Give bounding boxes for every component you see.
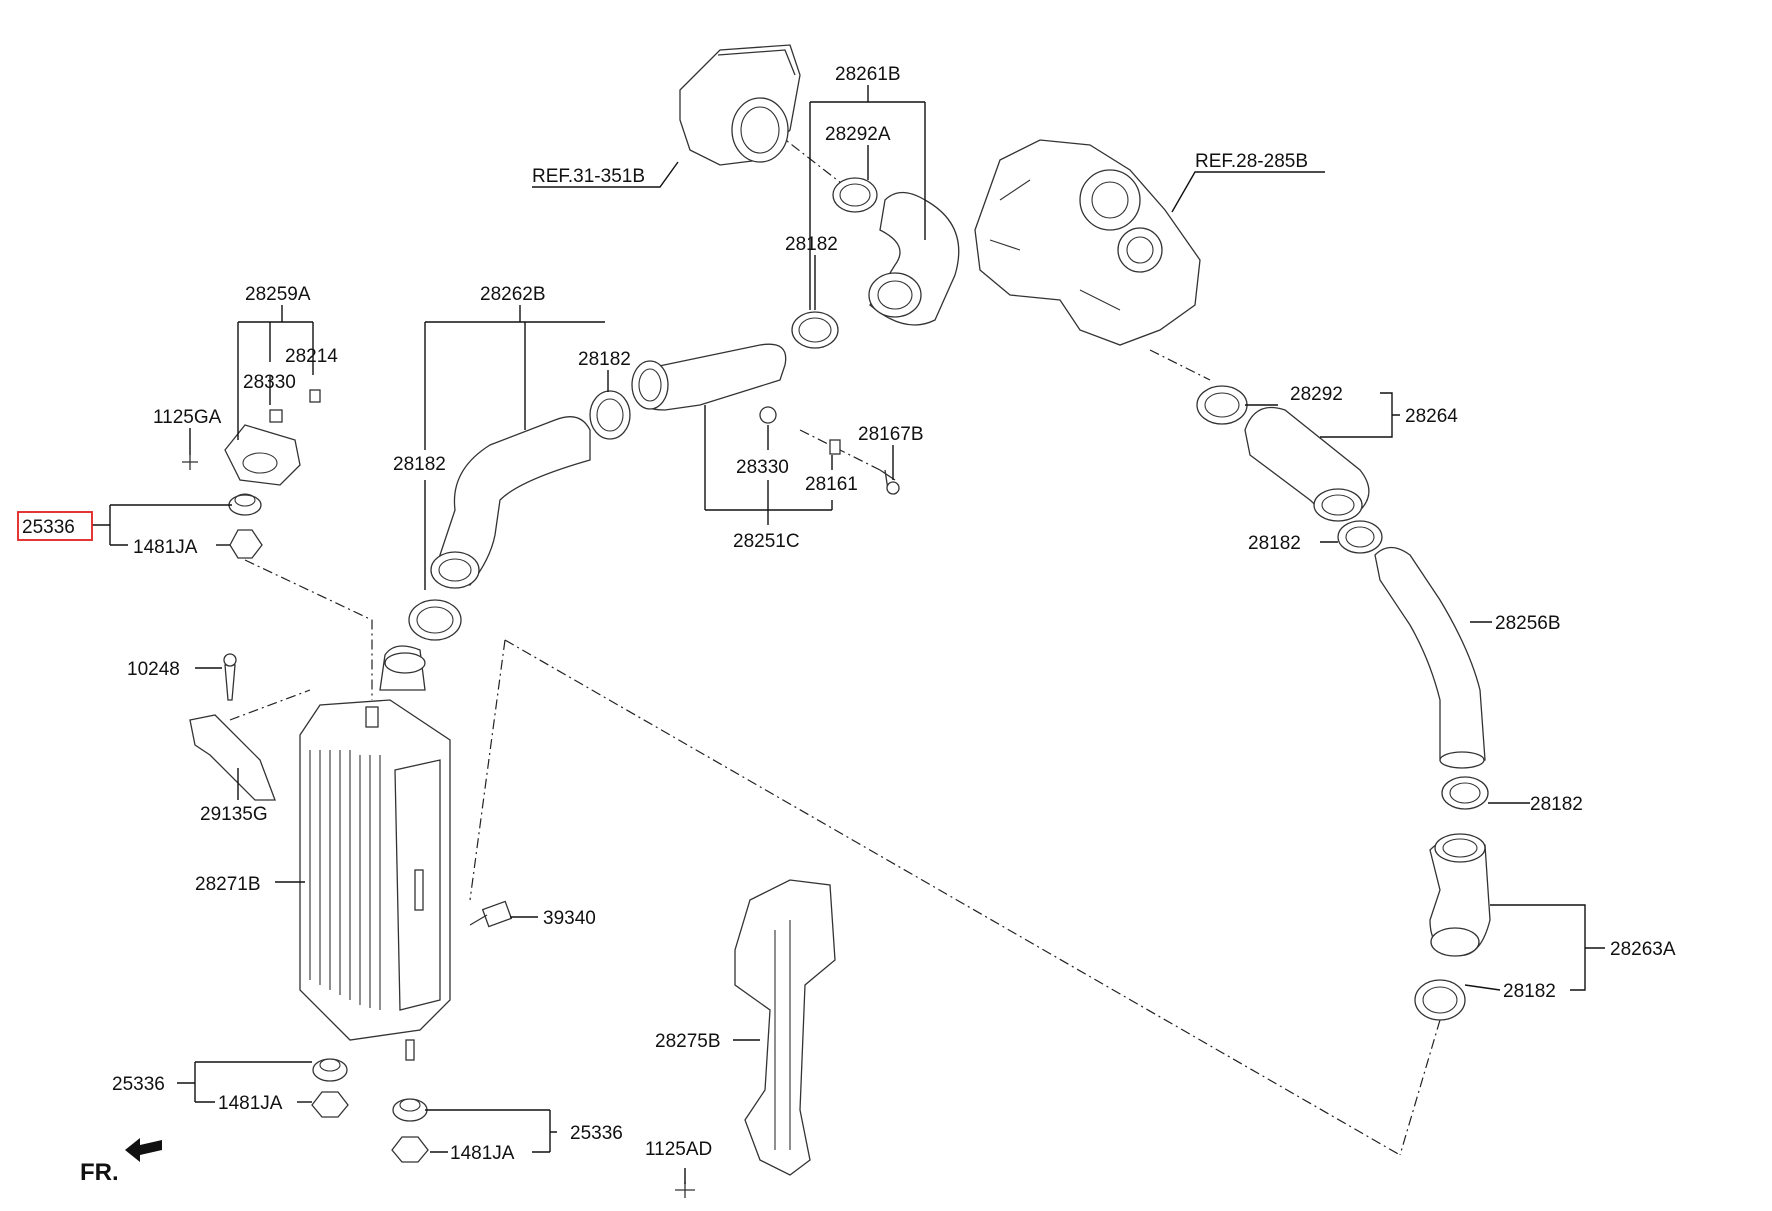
front-direction-indicator: FR. (80, 1138, 162, 1186)
intercooler-28271b (299, 645, 451, 1061)
bracket-29135g (189, 653, 276, 801)
leader-lines (92, 85, 1605, 1184)
ref-31-351b-label[interactable]: REF.31-351B (532, 166, 645, 187)
part-label-1481ja-bottom-left[interactable]: 1481JA (218, 1093, 283, 1114)
part-label-28261b[interactable]: 28261B (835, 64, 901, 85)
part-label-10248[interactable]: 10248 (127, 659, 180, 680)
front-direction-label: FR. (80, 1159, 119, 1186)
ref-28-285b-label[interactable]: REF.28-285B (1195, 151, 1308, 172)
part-label-1481ja-top[interactable]: 1481JA (133, 537, 198, 558)
part-label-1481ja-bottom-center[interactable]: 1481JA (450, 1143, 515, 1164)
part-label-25336-bottom-left[interactable]: 25336 (112, 1074, 165, 1095)
grommet-25336-top (228, 493, 262, 516)
clamp-28182-left (408, 599, 462, 641)
part-label-28182-right[interactable]: 28182 (1248, 533, 1301, 554)
part-label-28271b[interactable]: 28271B (195, 874, 261, 895)
hose-28262b (430, 416, 591, 589)
part-label-28330-mid[interactable]: 28330 (736, 457, 789, 478)
clamp-28182-bottom-right (1414, 979, 1466, 1021)
hose-28261b (868, 191, 960, 326)
part-label-28251c[interactable]: 28251C (733, 531, 800, 552)
grommet-25336-bottom-center (392, 1098, 428, 1122)
throttle-body-ref-part (679, 44, 801, 166)
bracket-28259a (182, 389, 321, 486)
part-label-28182-left[interactable]: 28182 (393, 454, 446, 475)
part-label-28292[interactable]: 28292 (1290, 384, 1343, 405)
part-label-1125ad[interactable]: 1125AD (645, 1139, 712, 1160)
clamp-28292a (832, 177, 878, 213)
grommet-1481ja-bottom-left (311, 1091, 349, 1118)
front-arrow-icon (125, 1138, 162, 1162)
clamp-28182-right (1337, 520, 1383, 554)
part-label-28182-lower-right[interactable]: 28182 (1530, 794, 1583, 815)
part-label-28330-left[interactable]: 28330 (243, 372, 296, 393)
part-label-28167b[interactable]: 28167B (858, 424, 924, 445)
sensor-39340 (469, 900, 513, 928)
part-label-28182-bottom-right[interactable]: 28182 (1503, 981, 1556, 1002)
part-label-28256b[interactable]: 28256B (1495, 613, 1561, 634)
part-label-39340[interactable]: 39340 (543, 908, 596, 929)
hose-28263a (1429, 833, 1491, 957)
part-labels: REF.31-351B REF.28-285B 28261B 28292A 28… (22, 64, 1676, 1164)
part-label-29135g[interactable]: 29135G (200, 804, 268, 825)
part-label-28275b[interactable]: 28275B (655, 1031, 721, 1052)
clamp-28292 (1196, 385, 1248, 425)
highlight-box-25336 (17, 511, 93, 541)
turbocharger-ref-part (974, 139, 1201, 346)
grommet-1481ja-bottom-center (391, 1136, 429, 1163)
part-label-28214[interactable]: 28214 (285, 346, 338, 367)
clamp-28182-mid (589, 390, 631, 440)
part-label-28292a[interactable]: 28292A (825, 124, 891, 145)
grommet-25336-bottom-left (312, 1058, 348, 1082)
alignment-lines (229, 119, 1441, 1156)
part-label-25336-highlighted[interactable]: 25336 (22, 517, 75, 538)
hose-28264 (1244, 406, 1370, 522)
air-guide-28275b (675, 879, 836, 1198)
part-label-28161[interactable]: 28161 (805, 474, 858, 495)
clamp-28182-top (791, 311, 839, 349)
part-label-25336-bottom-center[interactable]: 25336 (570, 1123, 623, 1144)
pipe-28251c (631, 343, 900, 495)
part-label-28182-top[interactable]: 28182 (785, 234, 838, 255)
part-label-28259a[interactable]: 28259A (245, 284, 311, 305)
part-label-28264[interactable]: 28264 (1405, 406, 1458, 427)
part-label-28262b[interactable]: 28262B (480, 284, 546, 305)
part-label-28263a[interactable]: 28263A (1610, 939, 1676, 960)
grommet-1481ja-top (229, 529, 263, 559)
part-label-28182-mid[interactable]: 28182 (578, 349, 631, 370)
part-label-1125ga[interactable]: 1125GA (153, 407, 222, 428)
clamp-28182-lower-right (1441, 776, 1489, 810)
pipe-28256b (1374, 546, 1486, 769)
